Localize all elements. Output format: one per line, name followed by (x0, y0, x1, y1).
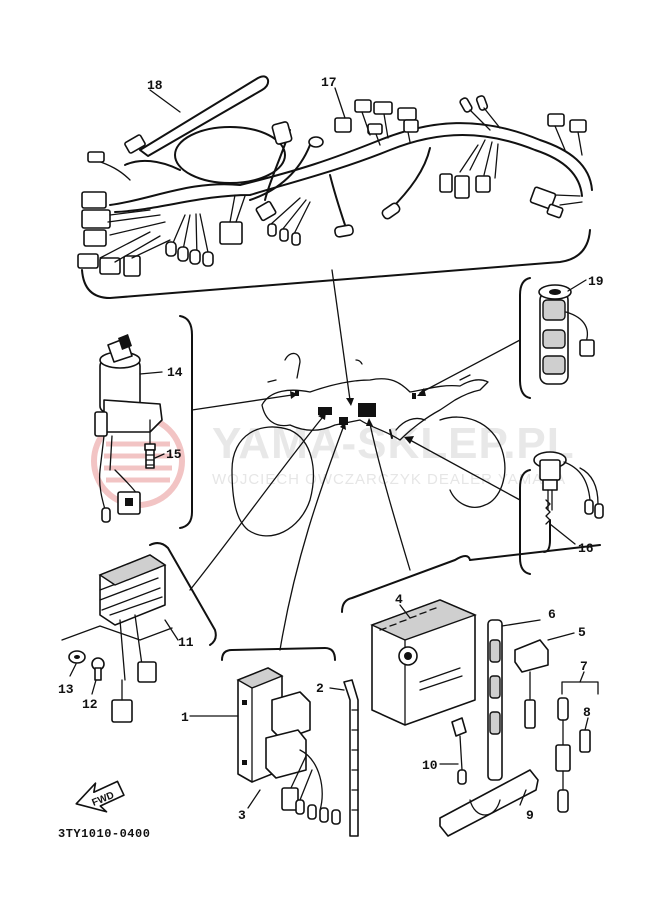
callout-14: 14 (167, 365, 183, 380)
callout-17: 17 (321, 75, 337, 90)
wire-harness (77, 75, 593, 299)
rectifier-group (61, 542, 217, 723)
callout-15: 15 (166, 447, 182, 462)
callout-labels: 18 17 19 14 15 16 11 13 12 4 6 5 7 8 2 1… (58, 75, 604, 823)
callout-16: 16 (578, 541, 594, 556)
watermark-dealer: WOJCIECH OWCZARCZYK DEALER YAMAHA (212, 471, 566, 488)
callout-10: 10 (422, 758, 438, 773)
callout-9: 9 (526, 808, 534, 823)
callout-3: 3 (238, 808, 246, 823)
neutral-switch-group (519, 451, 604, 575)
callout-7: 7 (580, 659, 588, 674)
callout-4: 4 (395, 592, 403, 607)
diagram-code: 3TY1010-0400 (58, 827, 150, 841)
callout-5: 5 (578, 625, 586, 640)
ignition-switch-group (94, 315, 193, 529)
callout-19: 19 (588, 274, 604, 289)
callout-13: 13 (58, 682, 74, 697)
forward-direction-arrow: FWD (75, 780, 125, 813)
watermark-brand: YAMA-SKLEP.PL (212, 419, 575, 468)
battery-group (341, 544, 601, 837)
cdi-unit-group (189, 647, 359, 837)
callout-18: 18 (147, 78, 163, 93)
callout-6: 6 (548, 607, 556, 622)
callout-1: 1 (181, 710, 189, 725)
throttle-grip (519, 277, 595, 399)
motorcycle-frame-outline (231, 352, 506, 537)
callout-12: 12 (82, 697, 98, 712)
callout-11: 11 (178, 635, 194, 650)
leader-lines (189, 269, 521, 651)
watermark: YAMA-SKLEP.PL WOJCIECH OWCZARCZYK DEALER… (91, 414, 575, 508)
callout-2: 2 (316, 681, 324, 696)
callout-8: 8 (583, 705, 591, 720)
